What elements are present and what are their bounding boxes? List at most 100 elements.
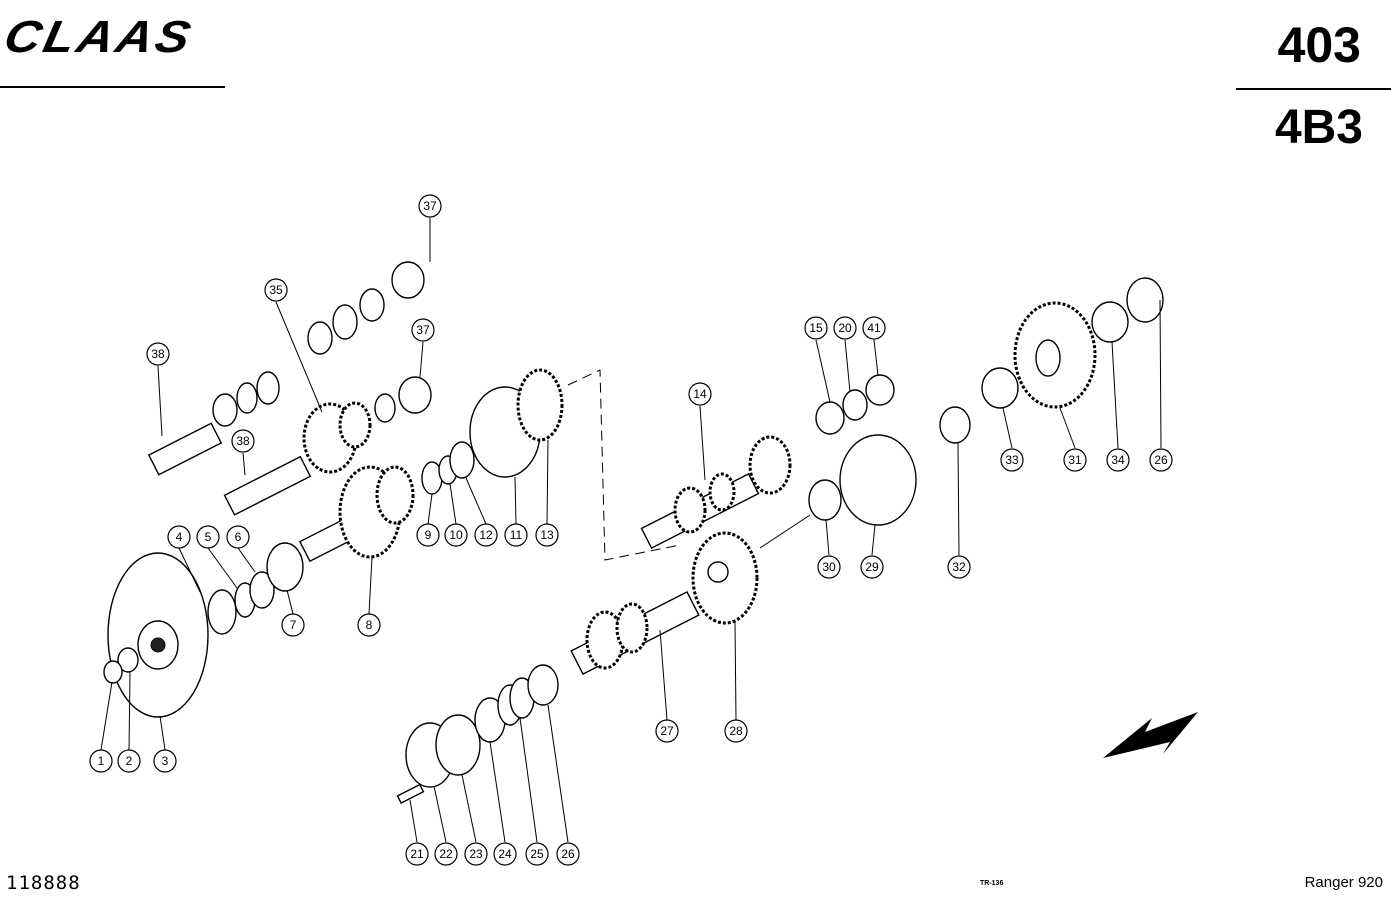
callout-15: 15 [804, 316, 828, 340]
part-gear-14c [748, 435, 792, 495]
callout-10: 10 [444, 523, 468, 547]
svg-text:38: 38 [151, 347, 165, 361]
callout-7: 7 [281, 613, 305, 637]
part-bearing-7 [266, 542, 304, 592]
svg-text:35: 35 [269, 283, 283, 297]
group-divider [1236, 88, 1391, 90]
model-name: Ranger 920 [1304, 874, 1383, 891]
part-washer-d [256, 371, 280, 405]
part-bush-33 [981, 367, 1019, 409]
svg-text:26: 26 [1154, 453, 1168, 467]
part-gasket-23 [435, 714, 481, 776]
callout-6: 6 [226, 525, 250, 549]
callout-37-top: 37 [418, 194, 442, 218]
callout-32: 32 [947, 555, 971, 579]
part-pin-38a [147, 422, 223, 476]
part-32 [939, 406, 971, 444]
part-gear-35b [338, 401, 372, 449]
part-nut-1 [103, 660, 123, 684]
svg-text:33: 33 [1005, 453, 1019, 467]
callout-22: 22 [434, 842, 458, 866]
svg-text:31: 31 [1068, 453, 1082, 467]
svg-text:9: 9 [425, 528, 432, 542]
callout-12: 12 [474, 523, 498, 547]
svg-text:6: 6 [235, 530, 242, 544]
svg-text:1: 1 [98, 754, 105, 768]
part-hub-bore [150, 637, 166, 653]
svg-text:7: 7 [290, 618, 297, 632]
callout-34: 34 [1106, 448, 1130, 472]
callout-21: 21 [405, 842, 429, 866]
svg-text:21: 21 [410, 847, 424, 861]
callout-33: 33 [1000, 448, 1024, 472]
part-pin-38b [223, 455, 312, 516]
part-gear-14b [708, 472, 736, 512]
svg-text:29: 29 [865, 560, 879, 574]
callout-38-upper: 38 [146, 342, 170, 366]
svg-text:41: 41 [867, 321, 881, 335]
part-gear-27b [615, 602, 649, 654]
svg-text:37: 37 [416, 323, 430, 337]
document-number: 118888 [6, 872, 81, 894]
svg-text:34: 34 [1111, 453, 1125, 467]
direction-arrow-icon [1103, 712, 1198, 758]
part-bolt-21 [396, 783, 425, 804]
svg-text:27: 27 [660, 724, 674, 738]
part-washer-c [212, 393, 238, 427]
part-bush-37b [398, 376, 432, 414]
svg-text:4: 4 [176, 530, 183, 544]
callout-28: 28 [724, 719, 748, 743]
part-12 [449, 441, 475, 479]
svg-text:10: 10 [449, 528, 463, 542]
part-gear-14a [673, 486, 707, 534]
part-41 [865, 374, 895, 406]
svg-text:25: 25 [530, 847, 544, 861]
callout-1: 1 [89, 749, 113, 773]
callout-41: 41 [862, 316, 886, 340]
callout-38-lower: 38 [231, 429, 255, 453]
part-ring-4 [207, 589, 237, 635]
svg-text:13: 13 [540, 528, 554, 542]
part-bearing-b [236, 382, 258, 414]
svg-text:28: 28 [729, 724, 743, 738]
group-code: 4B3 [1274, 101, 1363, 154]
svg-text:22: 22 [439, 847, 453, 861]
callout-26-right: 26 [1149, 448, 1173, 472]
part-washer-a [307, 321, 333, 355]
callout-30: 30 [817, 555, 841, 579]
page-number: 403 [1277, 17, 1361, 73]
part-gear-13 [516, 368, 564, 442]
svg-text:12: 12 [479, 528, 493, 542]
callout-2: 2 [117, 749, 141, 773]
part-gear-31-bore [1035, 339, 1061, 377]
part-spring-20 [842, 389, 868, 421]
svg-text:24: 24 [498, 847, 512, 861]
callout-13: 13 [535, 523, 559, 547]
callout-25: 25 [525, 842, 549, 866]
svg-text:15: 15 [809, 321, 823, 335]
part-washer-2 [117, 647, 139, 673]
callout-20: 20 [833, 316, 857, 340]
part-bearing-26 [527, 664, 559, 706]
callout-31: 31 [1063, 448, 1087, 472]
callout-4: 4 [167, 525, 191, 549]
callout-9: 9 [416, 523, 440, 547]
callout-26-lower: 26 [556, 842, 580, 866]
part-bush-37a [391, 261, 425, 299]
part-gear-8b [375, 465, 415, 525]
svg-text:5: 5 [205, 530, 212, 544]
break-line [567, 369, 681, 561]
svg-text:11: 11 [510, 528, 523, 542]
callout-5: 5 [196, 525, 220, 549]
callout-35: 35 [264, 278, 288, 302]
logo-underline [0, 86, 225, 88]
part-bearing-26b [1126, 277, 1164, 323]
leader-lines [100, 218, 1162, 843]
part-29 [839, 434, 917, 526]
svg-text:23: 23 [469, 847, 483, 861]
svg-text:20: 20 [838, 321, 852, 335]
part-30 [808, 479, 842, 521]
part-15 [815, 401, 845, 435]
svg-text:2: 2 [126, 754, 133, 768]
